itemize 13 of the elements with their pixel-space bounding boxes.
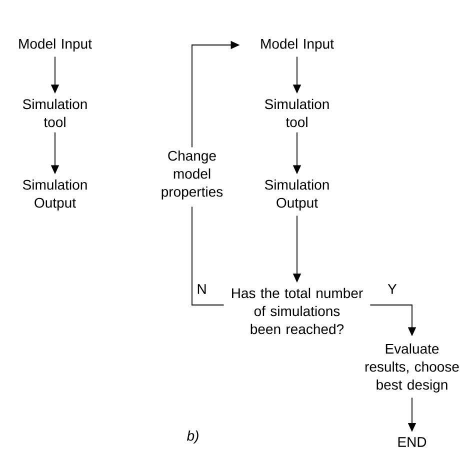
panel-label: b)	[186, 430, 198, 444]
process-label: Evaluate results, choose best design	[365, 343, 459, 393]
process-label: Model Input	[19, 38, 92, 52]
process-label: Model Input	[261, 38, 334, 52]
process-label: Simulation tool	[264, 98, 329, 128]
process-label: Simulation Output	[22, 179, 87, 211]
process-label: Change model properties	[162, 150, 223, 200]
edge-label: Y	[386, 283, 398, 295]
end-label: END	[398, 437, 426, 447]
process-label: Simulation tool	[22, 98, 87, 128]
process-label: Simulation Output	[264, 179, 329, 211]
decision-question: Has the total number of simulations been reached?	[232, 288, 363, 334]
edge-label: N	[196, 283, 208, 295]
